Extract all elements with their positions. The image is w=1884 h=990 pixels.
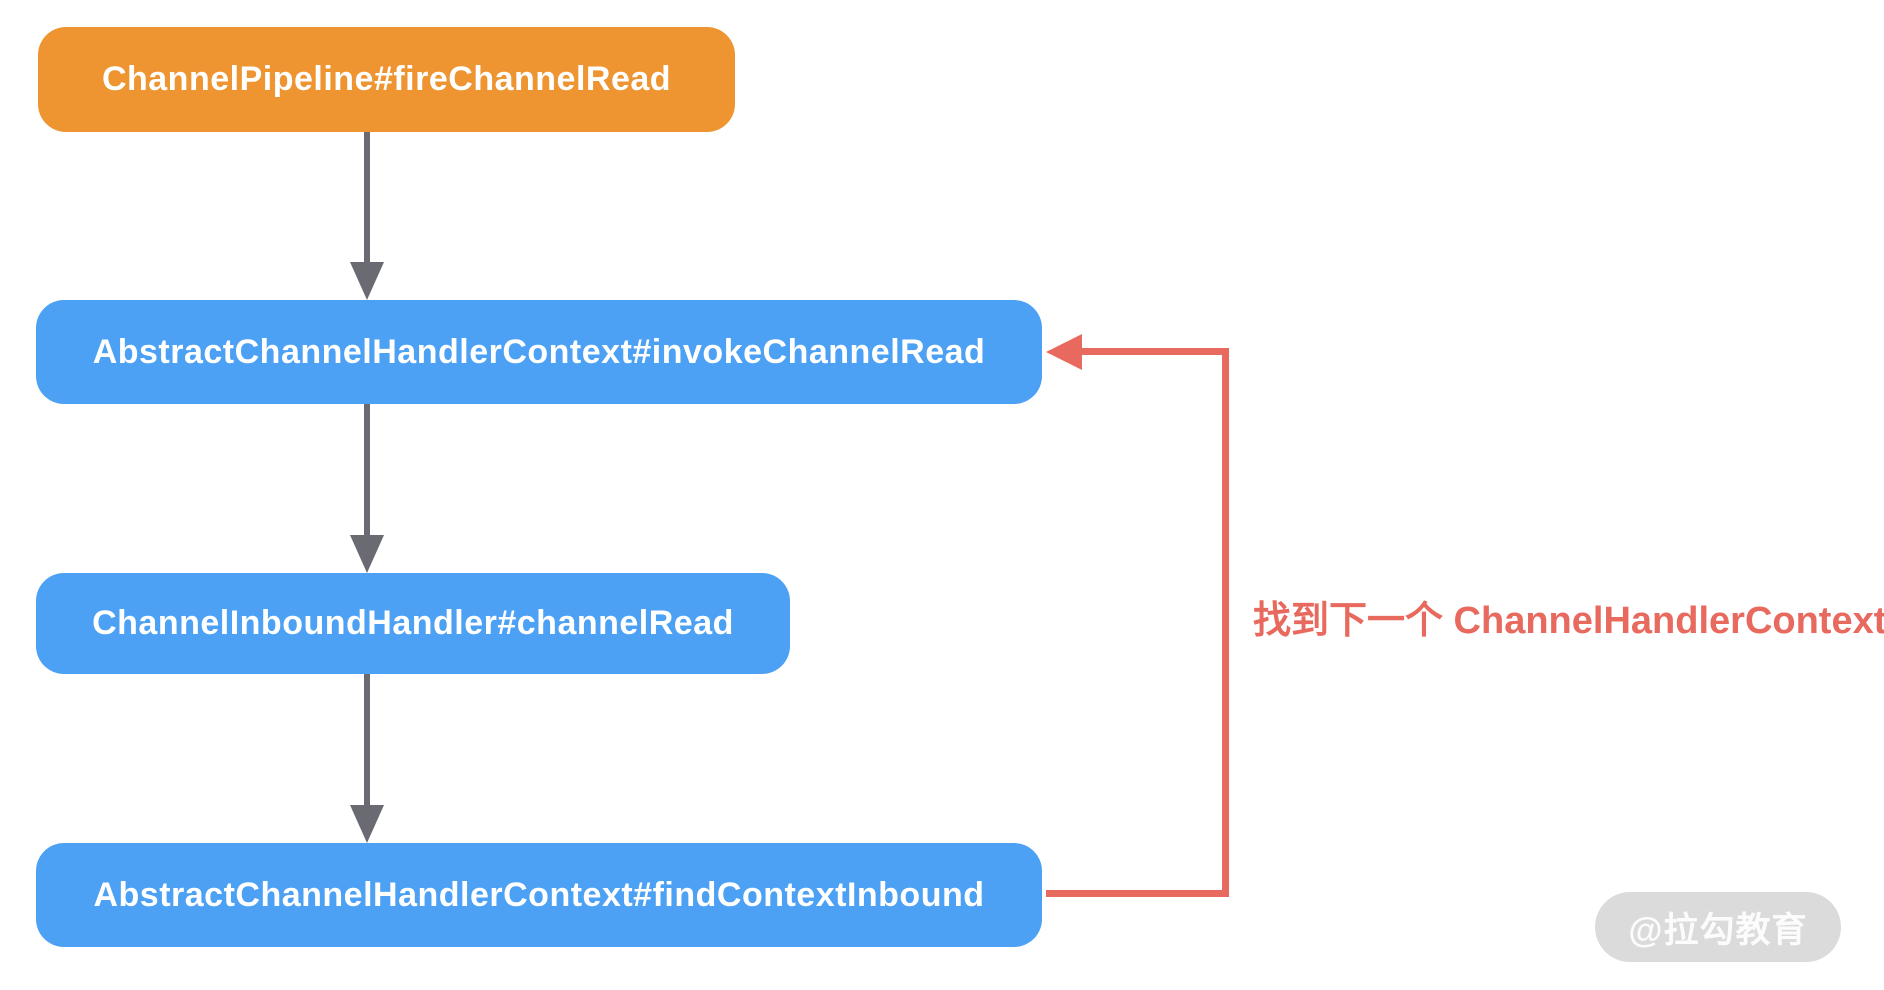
down-arrow-shaft-2 <box>364 404 370 535</box>
flow-node-label: AbstractChannelHandlerContext#invokeChan… <box>92 332 986 371</box>
loop-arrowhead-left-icon <box>1046 334 1082 370</box>
flow-node-fire-channel-read: ChannelPipeline#fireChannelRead <box>38 27 735 132</box>
flow-node-find-context-inbound: AbstractChannelHandlerContext#findContex… <box>36 843 1042 947</box>
down-arrow-icon-3 <box>350 805 384 843</box>
loop-arrow-bottom-segment <box>1046 890 1229 897</box>
flow-node-label: AbstractChannelHandlerContext#findContex… <box>93 875 985 914</box>
watermark-badge: @拉勾教育 <box>1595 892 1841 962</box>
down-arrow-shaft-1 <box>364 132 370 262</box>
flow-node-invoke-channel-read: AbstractChannelHandlerContext#invokeChan… <box>36 300 1042 404</box>
loop-annotation-label: 找到下一个 ChannelHandlerContext <box>1253 600 1884 642</box>
down-arrow-icon-2 <box>350 535 384 573</box>
watermark-label: @拉勾教育 <box>1628 910 1808 950</box>
loop-arrow-top-segment <box>1080 348 1229 355</box>
flow-node-channel-read: ChannelInboundHandler#channelRead <box>36 573 790 674</box>
down-arrow-icon-1 <box>350 262 384 300</box>
flow-node-label: ChannelInboundHandler#channelRead <box>92 604 734 642</box>
down-arrow-shaft-3 <box>364 674 370 805</box>
loop-arrow-vertical-segment <box>1222 348 1229 897</box>
flow-node-label: ChannelPipeline#fireChannelRead <box>101 60 672 98</box>
